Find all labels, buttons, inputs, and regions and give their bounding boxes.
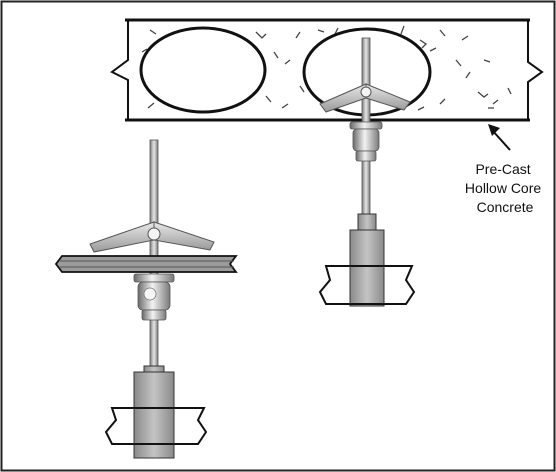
sleeve-body-bottom <box>133 371 175 459</box>
label-line-2: Hollow Core <box>465 180 541 196</box>
hollow-core-void-left <box>139 26 267 114</box>
support-plate-bottom <box>104 407 208 445</box>
slab-callout: Pre-Cast Hollow Core Concrete <box>465 124 545 215</box>
installed-toggle-anchor <box>318 37 416 307</box>
sleeve-collar-top <box>357 213 377 231</box>
callout-arrow-shaft <box>491 129 511 151</box>
toggle-wing-left-bottom <box>89 221 155 253</box>
coupling-nut-top <box>352 128 380 152</box>
anchor-through-panel <box>54 139 238 459</box>
toggle-wing-right-bottom <box>153 221 215 251</box>
ceiling-panel <box>54 255 238 273</box>
slab-left-break-line <box>110 20 129 120</box>
svg-text:Pre-Cast Hollow Core: Pre-Cast Hollow Core Concrete <box>465 161 545 215</box>
hex-nut-top <box>355 150 377 162</box>
callout-arrowhead <box>488 124 500 136</box>
toggle-pivot <box>360 86 372 98</box>
washer-bottom <box>133 273 175 283</box>
support-plate-top <box>318 265 416 305</box>
toggle-pivot-bottom <box>147 227 161 241</box>
sleeve-body-top <box>349 229 385 307</box>
label-line-3: Concrete <box>477 199 534 215</box>
washer-top <box>349 121 383 130</box>
label-line-1: Pre-Cast <box>475 161 530 177</box>
hex-nut-bottom <box>141 309 167 321</box>
slab-right-break-line <box>527 20 544 120</box>
